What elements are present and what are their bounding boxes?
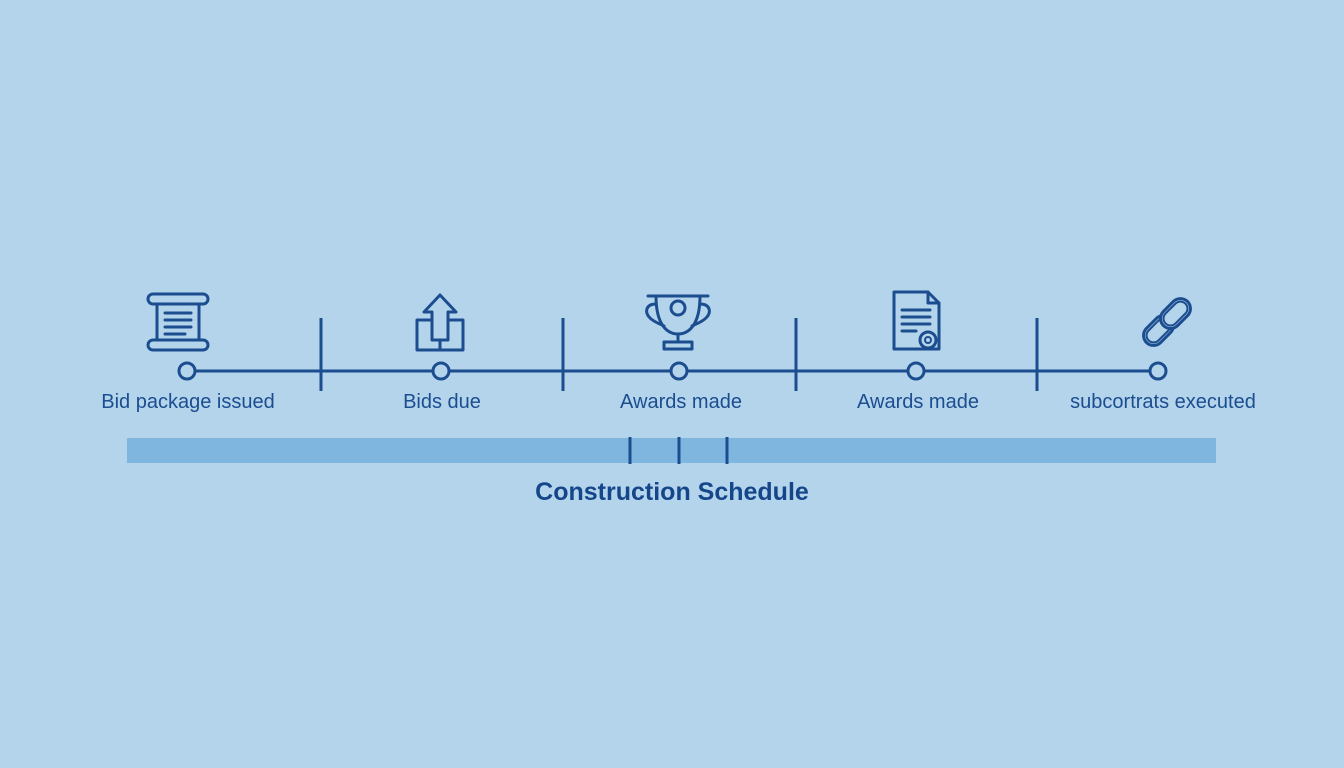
chain-link-icon: [1142, 297, 1192, 347]
document-gear-icon: [892, 290, 941, 351]
milestone-node: [906, 361, 926, 381]
milestone-node: [669, 361, 689, 381]
milestone-label-bid-package-issued: Bid package issued: [101, 391, 275, 413]
milestone-label-awards-made-2: Awards made: [857, 391, 979, 413]
schedule-markers: [628, 437, 729, 464]
milestone-nodes: [177, 361, 1168, 381]
upload-box-icon: [415, 293, 465, 352]
milestone-node: [1148, 361, 1168, 381]
trophy-icon: [645, 294, 711, 351]
milestone-label-awards-made: Awards made: [620, 391, 742, 413]
scroll-icon: [146, 292, 210, 352]
milestone-label-bids-due: Bids due: [403, 391, 481, 413]
timeline-dividers: [319, 318, 1039, 391]
schedule-bar: [127, 438, 1216, 463]
schedule-title: Construction Schedule: [535, 478, 809, 506]
milestone-node: [431, 361, 451, 381]
milestone-label-subcontracts-executed: subcortrats executed: [1070, 391, 1256, 413]
milestone-node: [177, 361, 197, 381]
